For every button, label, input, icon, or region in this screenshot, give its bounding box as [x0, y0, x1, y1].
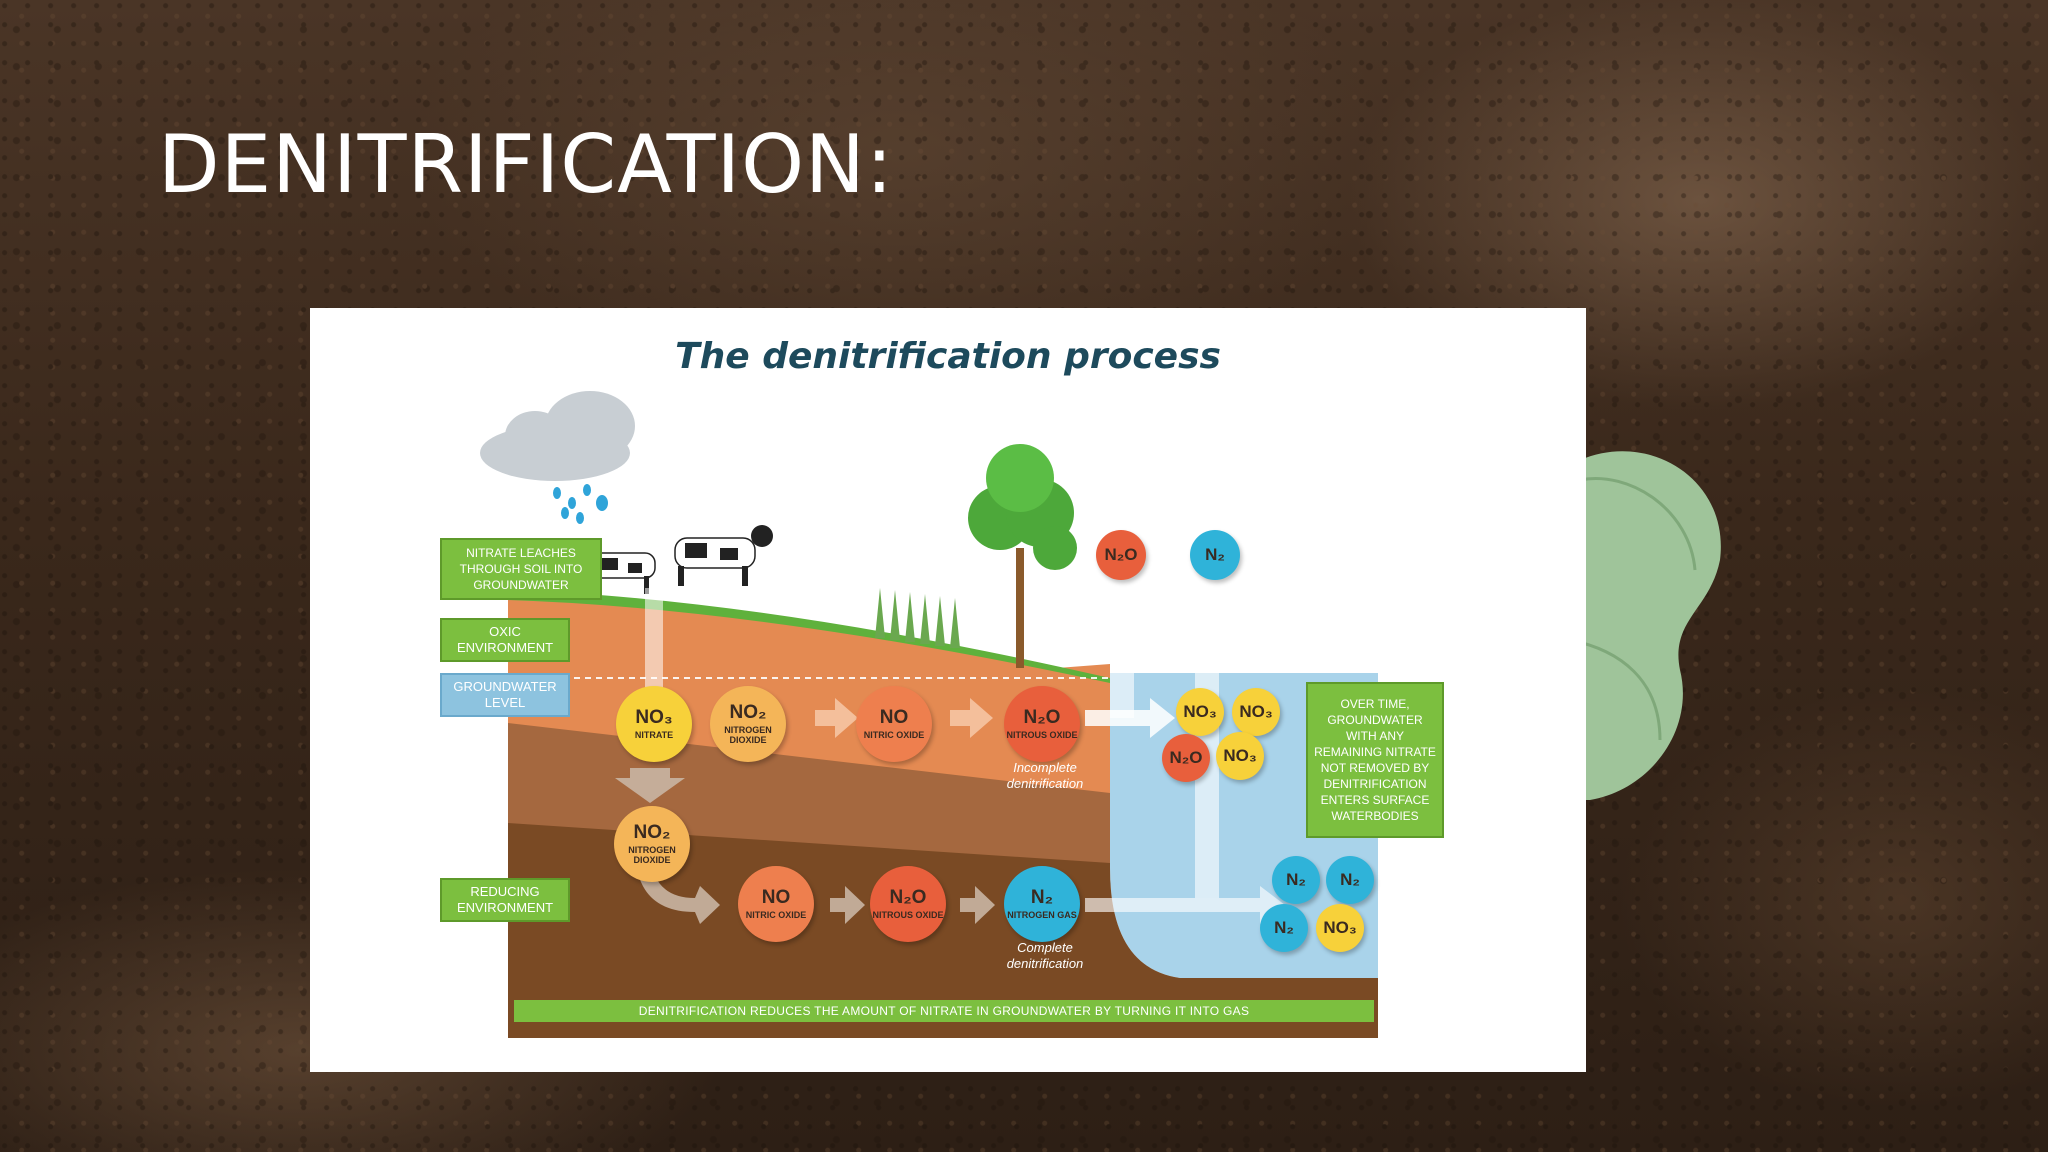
- incomplete-denitrification-label: Incomplete denitrification: [1006, 760, 1084, 791]
- seedling-leaf-image: [1560, 451, 1721, 800]
- crop-icons: [875, 588, 960, 648]
- raindrop-icons: [553, 484, 608, 524]
- nitrate-molecule: NO₃ NITRATE: [616, 686, 692, 762]
- water-nitrate-molecule: NO₃: [1232, 688, 1280, 736]
- nitrogen-gas-molecule-bottom: N₂ NITROGEN GAS: [1004, 866, 1080, 942]
- reducing-environment-label: REDUCING ENVIRONMENT: [440, 878, 570, 922]
- water-nitrogen-molecule: N₂: [1260, 904, 1308, 952]
- water-nitrate-molecule: NO₃: [1176, 688, 1224, 736]
- nitric-oxide-molecule-bottom: NO NITRIC OXIDE: [738, 866, 814, 942]
- over-time-label: OVER TIME, GROUNDWATER WITH ANY REMAININ…: [1306, 682, 1444, 838]
- slide-title: DENITRIFICATION:: [158, 118, 894, 211]
- sky-nitrogen-molecule: N₂: [1190, 530, 1240, 580]
- nitrous-oxide-molecule-top: N₂O NITROUS OXIDE: [1004, 686, 1080, 762]
- rain-cloud-icon: [480, 391, 635, 481]
- water-nitrous-oxide-molecule: N₂O: [1162, 734, 1210, 782]
- down-arrow: [615, 768, 685, 803]
- water-nitrate-molecule: NO₃: [1316, 904, 1364, 952]
- cow-icon: [674, 525, 773, 586]
- water-nitrogen-molecule: N₂: [1272, 856, 1320, 904]
- oxic-environment-label: OXIC ENVIRONMENT: [440, 618, 570, 662]
- nitrogen-dioxide-molecule-top: NO₂ NITROGEN DIOXIDE: [710, 686, 786, 762]
- complete-denitrification-label: Complete denitrification: [1006, 940, 1084, 971]
- water-nitrate-molecule: NO₃: [1216, 732, 1264, 780]
- diagram-title: The denitrification process: [675, 336, 1221, 377]
- groundwater-level-label: GROUNDWATER LEVEL: [440, 673, 570, 717]
- deep-soil-under-water: [1110, 868, 1378, 1038]
- nitrous-oxide-molecule-bottom: N₂O NITROUS OXIDE: [870, 866, 946, 942]
- nitrogen-dioxide-molecule-bottom: NO₂ NITROGEN DIOXIDE: [614, 806, 690, 882]
- nitrate-leaches-label: NITRATE LEACHES THROUGH SOIL INTO GROUND…: [440, 538, 602, 600]
- sky-nitrous-oxide-molecule: N₂O: [1096, 530, 1146, 580]
- bottom-row-arrows: [635, 848, 1285, 924]
- tree-icon: [968, 444, 1077, 668]
- diagram-panel: The denitrification process: [310, 308, 1586, 1072]
- nitric-oxide-molecule-top: NO NITRIC OXIDE: [856, 686, 932, 762]
- footer-banner: DENITRIFICATION REDUCES THE AMOUNT OF NI…: [514, 1000, 1374, 1022]
- water-nitrogen-molecule: N₂: [1326, 856, 1374, 904]
